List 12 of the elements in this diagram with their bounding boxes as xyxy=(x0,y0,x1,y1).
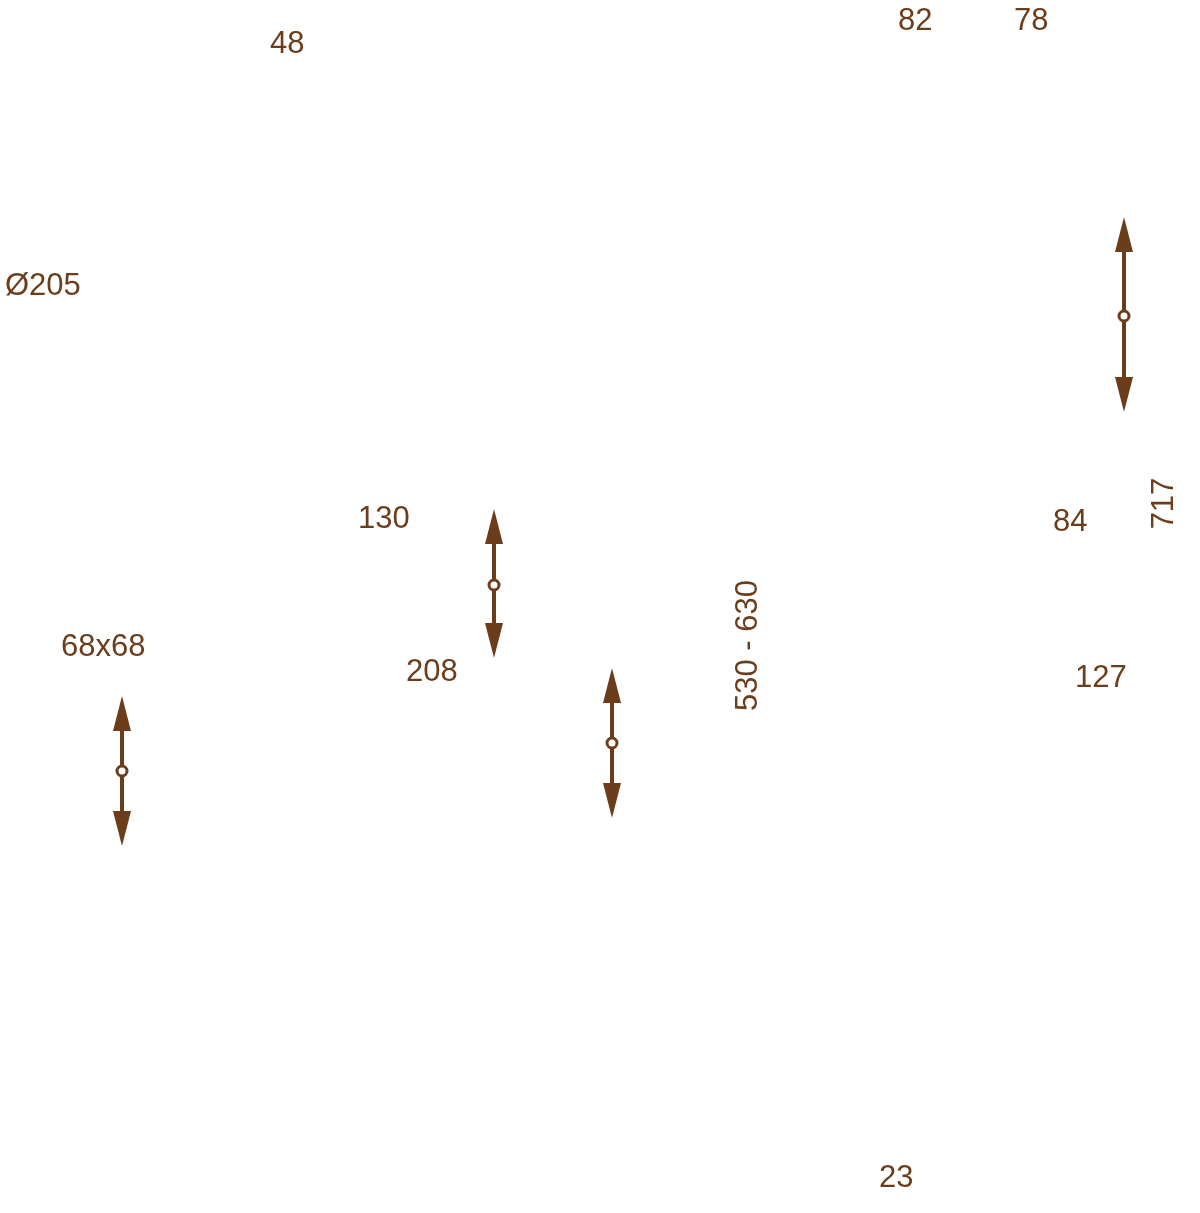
dimension-label: Ø205 xyxy=(5,268,81,300)
dimension-label: 127 xyxy=(1075,660,1127,692)
dimension-label: 130 xyxy=(358,501,410,533)
dimension-label: 68x68 xyxy=(61,629,146,661)
dimension-label: 23 xyxy=(879,1160,914,1192)
dimension-label: 78 xyxy=(1014,3,1049,35)
dimension-label: 48 xyxy=(270,26,305,58)
dimension-label: 208 xyxy=(406,654,458,686)
dimension-label: 530 - 630 xyxy=(730,579,762,711)
dimension-label: 717 xyxy=(1147,477,1179,529)
dimension-label: 82 xyxy=(898,3,933,35)
dimension-label: 84 xyxy=(1053,504,1088,536)
